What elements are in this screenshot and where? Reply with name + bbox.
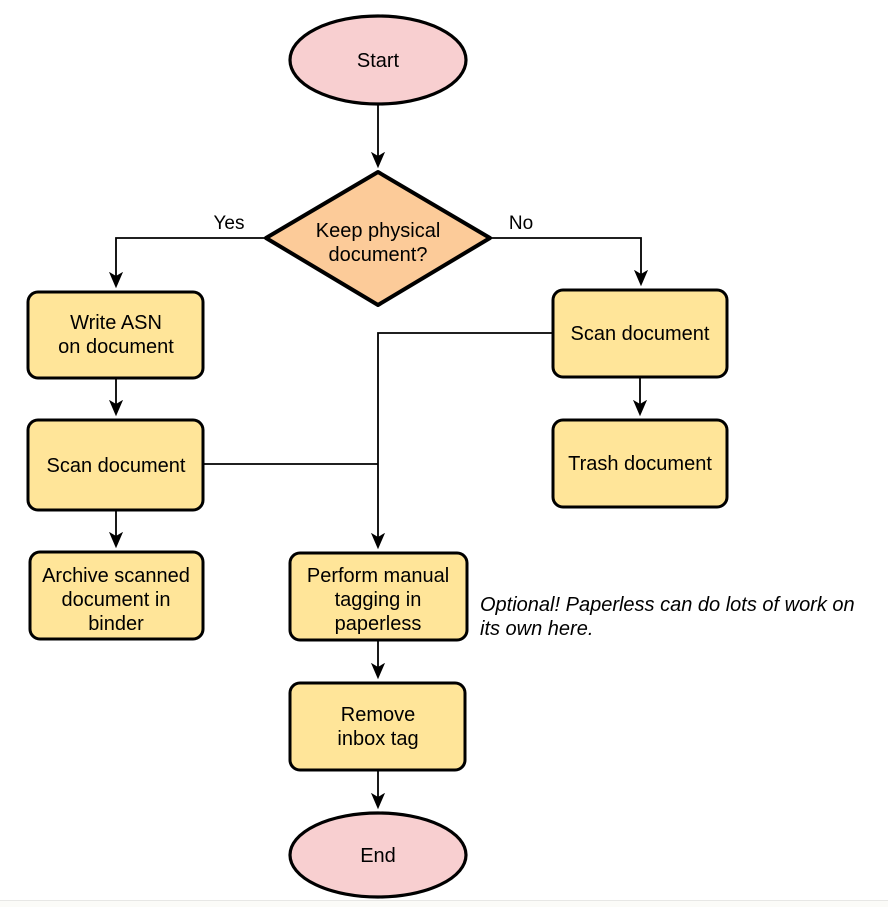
node-archive-line2: document in: [62, 589, 171, 611]
node-scan-left: Scan document: [26, 418, 205, 512]
annotation-line1: Optional! Paperless can do lots of work …: [480, 594, 855, 616]
annotation-note: Optional! Paperless can do lots of work …: [480, 594, 855, 640]
node-tagging-line3: paperless: [335, 613, 422, 635]
annotation-line2: its own here.: [480, 618, 593, 640]
node-write-asn-line2: on document: [58, 336, 174, 358]
edge-scanright-to-tagging: [378, 332, 553, 547]
node-scan-left-label: Scan document: [47, 455, 186, 477]
edge-label-no: No: [509, 213, 533, 234]
node-decision-line2: document?: [329, 244, 428, 266]
node-archive-line3: binder: [88, 613, 144, 635]
node-decision-line1: Keep physical: [316, 220, 441, 242]
node-archive: Archive scanned document in binder: [28, 550, 205, 641]
node-trash-label: Trash document: [568, 453, 712, 475]
node-end: End: [288, 811, 468, 899]
edge-label-yes: Yes: [214, 213, 245, 234]
node-decision: Keep physical document?: [264, 170, 492, 307]
node-scan-right-label: Scan document: [571, 323, 710, 345]
edge-decision-no: [490, 237, 641, 284]
node-remove-inbox-line1: Remove: [341, 704, 415, 726]
node-trash: Trash document: [551, 418, 729, 509]
node-scan-right: Scan document: [551, 288, 729, 379]
node-write-asn-line1: Write ASN: [70, 312, 162, 334]
node-remove-inbox: Remove inbox tag: [288, 681, 467, 772]
edge-decision-yes: [116, 237, 266, 286]
node-tagging-line1: Perform manual: [307, 565, 449, 587]
node-archive-line1: Archive scanned: [42, 565, 190, 587]
node-end-label: End: [360, 845, 396, 867]
node-tagging-line2: tagging in: [335, 589, 422, 611]
node-start-label: Start: [357, 50, 400, 72]
node-tagging: Perform manual tagging in paperless: [288, 551, 469, 642]
node-write-asn: Write ASN on document: [26, 290, 205, 380]
page-bottom-edge: [0, 900, 888, 907]
node-remove-inbox-line2: inbox tag: [337, 728, 418, 750]
node-start: Start: [288, 14, 468, 106]
edges: [116, 105, 641, 807]
